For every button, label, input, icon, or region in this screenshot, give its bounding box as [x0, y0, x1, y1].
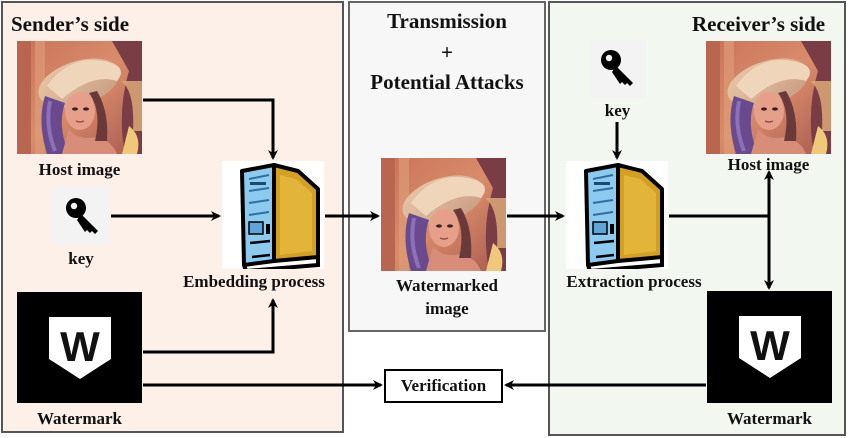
key-icon [52, 186, 110, 244]
embedding-process-label: Embedding process [183, 272, 325, 291]
transmission-title-line3: Potential Attacks [370, 70, 524, 94]
receiver-key-label: key [604, 101, 631, 120]
computer-tower-icon [564, 159, 670, 273]
watermarked-image-label-line1: Watermarked [396, 276, 498, 295]
transmission-title-line1: Transmission [387, 9, 507, 33]
sender-key-label: key [68, 249, 94, 268]
sender-host-image [17, 41, 142, 154]
watermarked-image-label-line2: image [425, 299, 469, 318]
receiver-host-image-label: Host image [727, 155, 810, 174]
verification-box: Verification [384, 369, 503, 403]
extraction-process-label: Extraction process [566, 272, 702, 291]
computer-tower-icon [220, 159, 326, 273]
receiver-title: Receiver’s side [692, 12, 826, 36]
receiver-watermark-image [707, 291, 832, 403]
sender-title: Sender’s side [11, 12, 130, 36]
verification-label: Verification [400, 376, 487, 395]
watermarked-image [381, 158, 506, 271]
sender-watermark-label: Watermark [37, 409, 122, 428]
sender-host-image-label: Host image [38, 160, 121, 179]
receiver-watermark-label: Watermark [727, 409, 812, 428]
receiver-host-image [706, 41, 831, 154]
sender-watermark-image [17, 292, 142, 403]
key-icon [589, 40, 646, 98]
transmission-title-line2: + [441, 40, 453, 64]
